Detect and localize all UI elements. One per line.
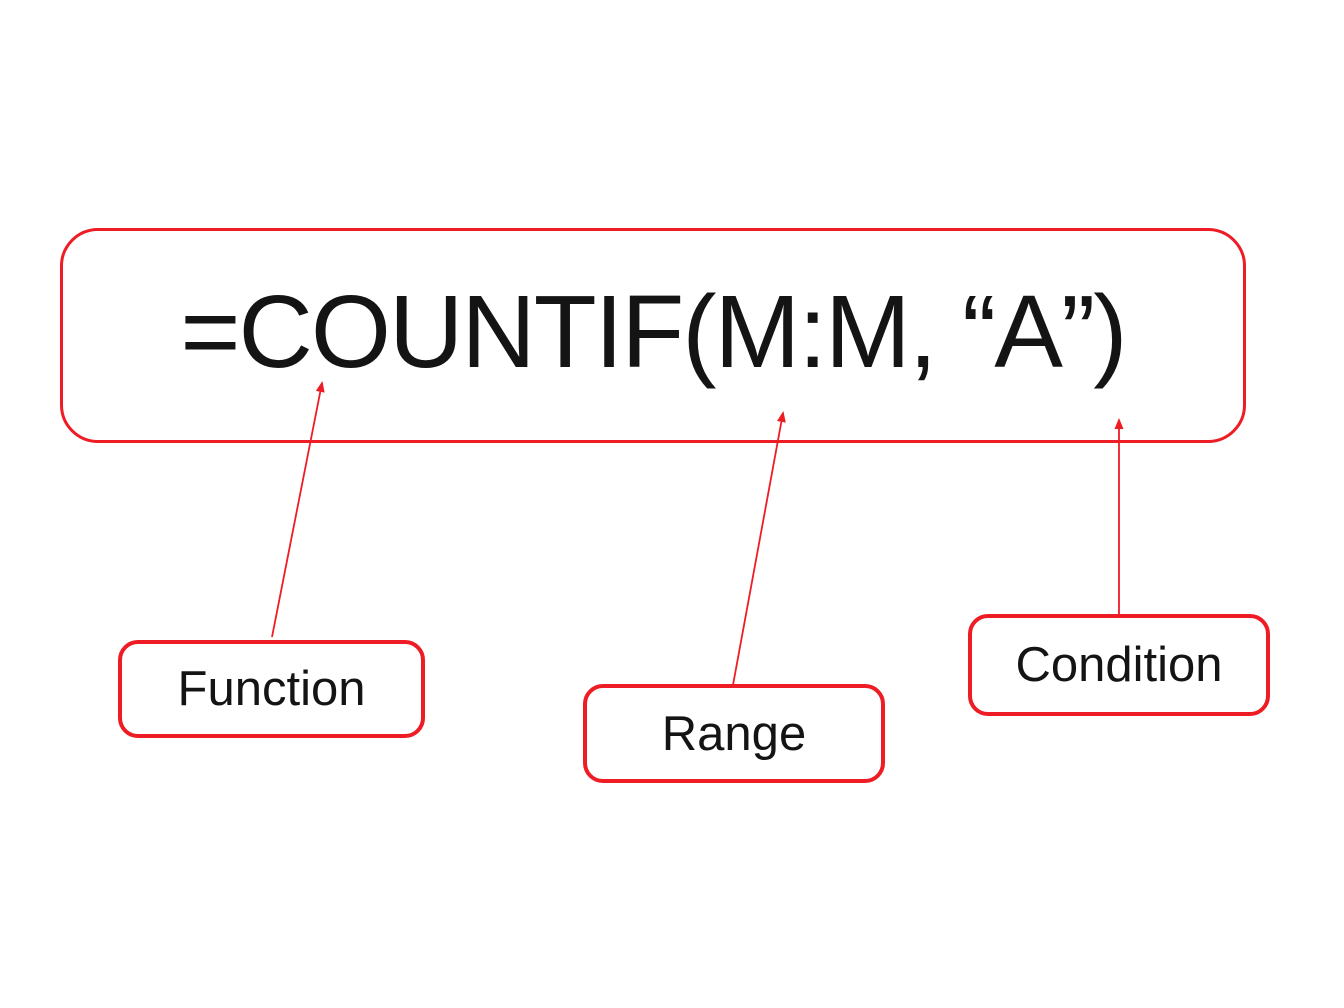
label-box-range: Range: [583, 684, 885, 783]
label-range-text: Range: [661, 706, 807, 761]
label-condition-text: Condition: [1015, 638, 1223, 692]
range-arrow: [732, 411, 786, 686]
formula-text: =COUNTIF(M:M, “A”): [180, 273, 1127, 389]
formula-box: =COUNTIF(M:M, “A”): [60, 228, 1246, 443]
label-box-condition: Condition: [968, 614, 1270, 716]
label-box-function: Function: [118, 640, 425, 738]
label-function-text: Function: [177, 662, 366, 716]
